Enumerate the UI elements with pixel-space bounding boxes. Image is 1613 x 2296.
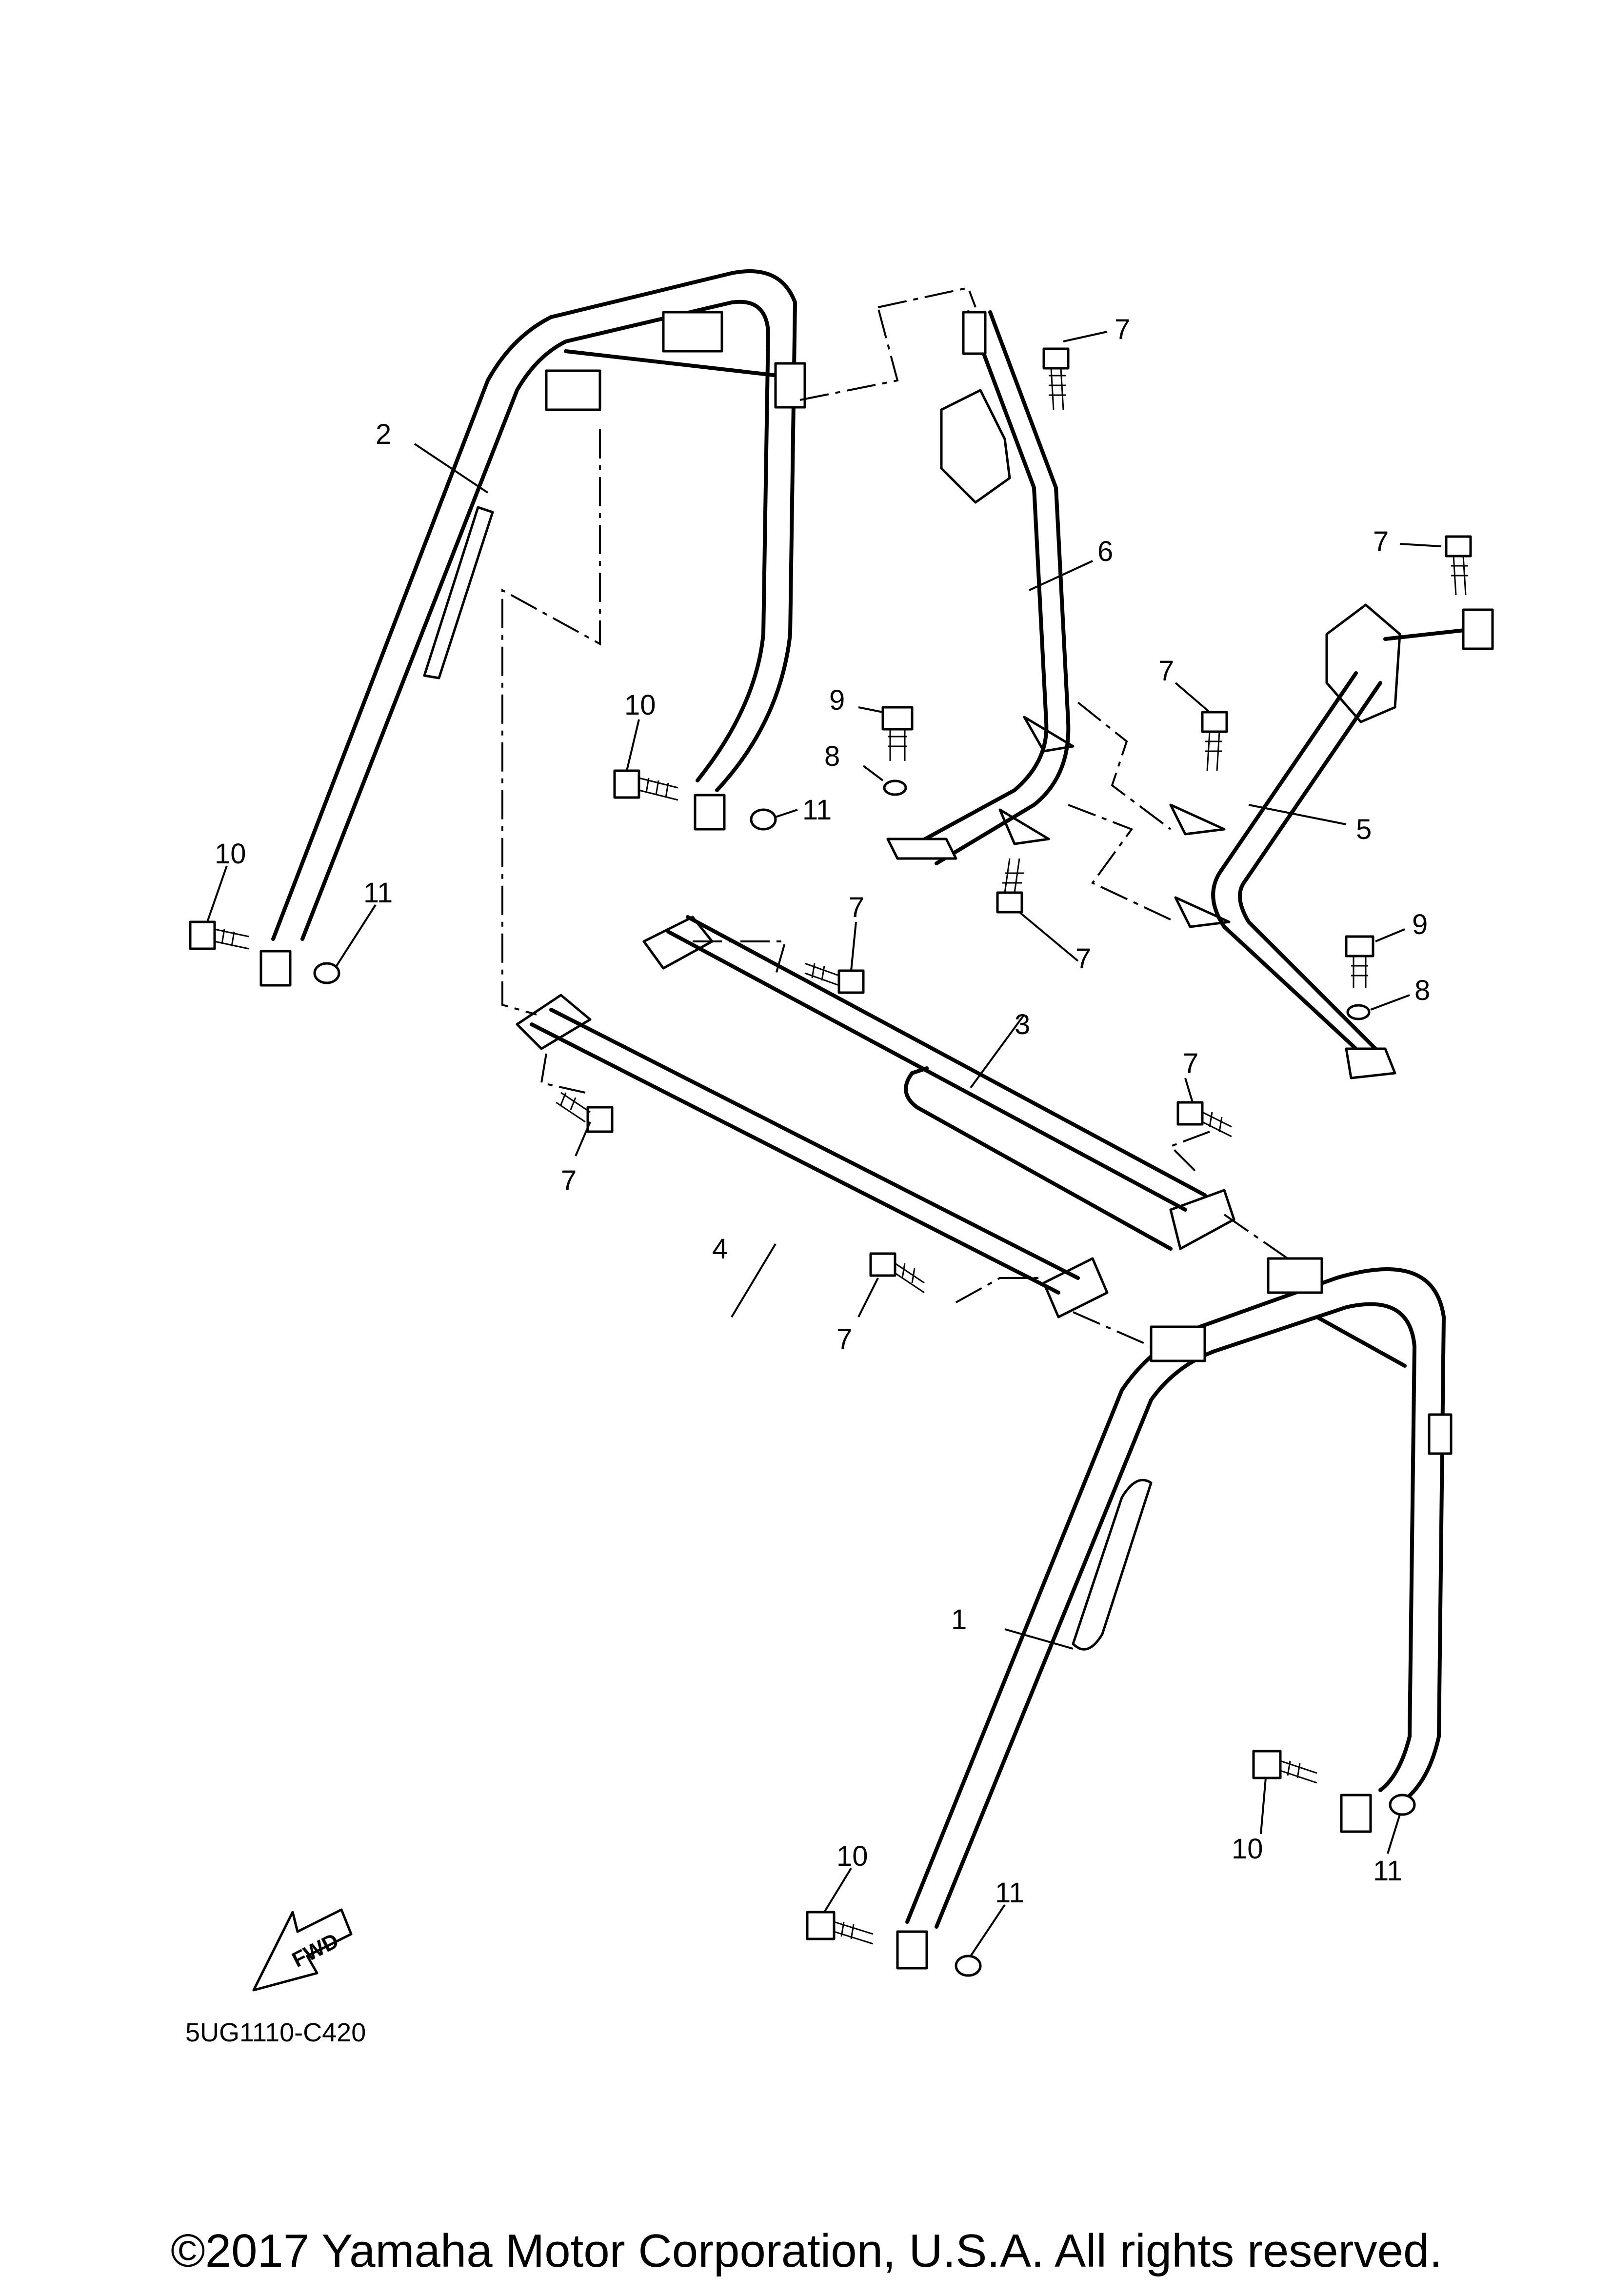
washer-8-upper: [883, 779, 907, 796]
callout-11-mid: 11: [802, 794, 832, 826]
callout-11-right: 11: [1373, 1855, 1402, 1887]
bolt-10-left: [189, 920, 249, 950]
bolt-7-right-part3: [1176, 1101, 1232, 1138]
bolt-9-upper: [881, 706, 914, 761]
nut-11-left: [313, 962, 340, 984]
nut-11-mid: [750, 808, 777, 831]
callout-11-left: 11: [363, 877, 393, 909]
bolt-9-right: [1345, 935, 1374, 988]
callout-9-right: 9: [1412, 909, 1428, 940]
nut-11-bottom: [955, 1955, 982, 1977]
callout-7-right-part3: 7: [1183, 1048, 1198, 1079]
bolt-10-bottom: [806, 1911, 874, 1945]
callout-7-top: 7: [1115, 314, 1130, 345]
callout-7-lower-center: 7: [1075, 943, 1091, 975]
callout-7-part3: 7: [849, 892, 864, 923]
washer-8-right: [1346, 1004, 1371, 1020]
part-4-cross-member: [516, 994, 1109, 1318]
part-2-rear-roll-bar: [259, 269, 806, 987]
fwd-arrow: FWD: [252, 1908, 353, 1992]
callout-10-mid: 10: [624, 689, 656, 721]
fasteners: [189, 347, 1472, 1977]
callout-3: 3: [1015, 1009, 1030, 1040]
part-5-brace: [1169, 603, 1494, 1079]
callout-8-upper: 8: [824, 740, 840, 772]
bolt-7-left: [556, 1092, 614, 1133]
callout-7-left: 7: [561, 1165, 577, 1197]
bolt-7-right-top: [1445, 535, 1472, 596]
callout-1: 1: [951, 1604, 967, 1636]
callout-7-bottom: 7: [836, 1323, 852, 1355]
bolt-10-right: [1252, 1750, 1317, 1784]
callout-2: 2: [376, 419, 391, 450]
part-6-brace: [886, 310, 1075, 865]
callout-7-right-top: 7: [1373, 526, 1389, 558]
callout-11-bottom: 11: [995, 1877, 1024, 1909]
part-3-cross-member: [642, 915, 1235, 1251]
bolt-7-part3: [804, 962, 865, 994]
callout-8-right: 8: [1414, 975, 1430, 1006]
bolt-7-top: [1042, 347, 1070, 410]
callout-4: 4: [712, 1233, 728, 1265]
callout-6: 6: [1097, 536, 1113, 567]
leader-lines: [206, 331, 1442, 1957]
bolt-7-center: [1201, 711, 1228, 771]
callout-7-center: 7: [1158, 655, 1174, 687]
diagram-code: 5UG1110-C420: [185, 2018, 366, 2047]
alignment-lines: [501, 286, 1289, 1347]
copyright-notice: ©2017 Yamaha Motor Corporation, U.S.A. A…: [170, 2225, 1443, 2277]
callout-10-right: 10: [1232, 1833, 1263, 1865]
bolt-7-bottom: [869, 1252, 925, 1294]
callout-10-left: 10: [215, 838, 246, 870]
callout-10-bottom: 10: [836, 1840, 868, 1872]
callout-9-upper: 9: [829, 684, 845, 716]
bolt-7-lower-center: [996, 858, 1024, 914]
part-1-front-roll-bar: [896, 1257, 1453, 1970]
bolt-10-mid: [613, 769, 678, 801]
callouts: 1 2 3 4 5 6 7 7 7 7 7 7 7 7 8 8 9 9 10 1…: [215, 314, 1430, 1909]
nut-11-right: [1389, 1794, 1416, 1816]
callout-5: 5: [1356, 814, 1372, 845]
